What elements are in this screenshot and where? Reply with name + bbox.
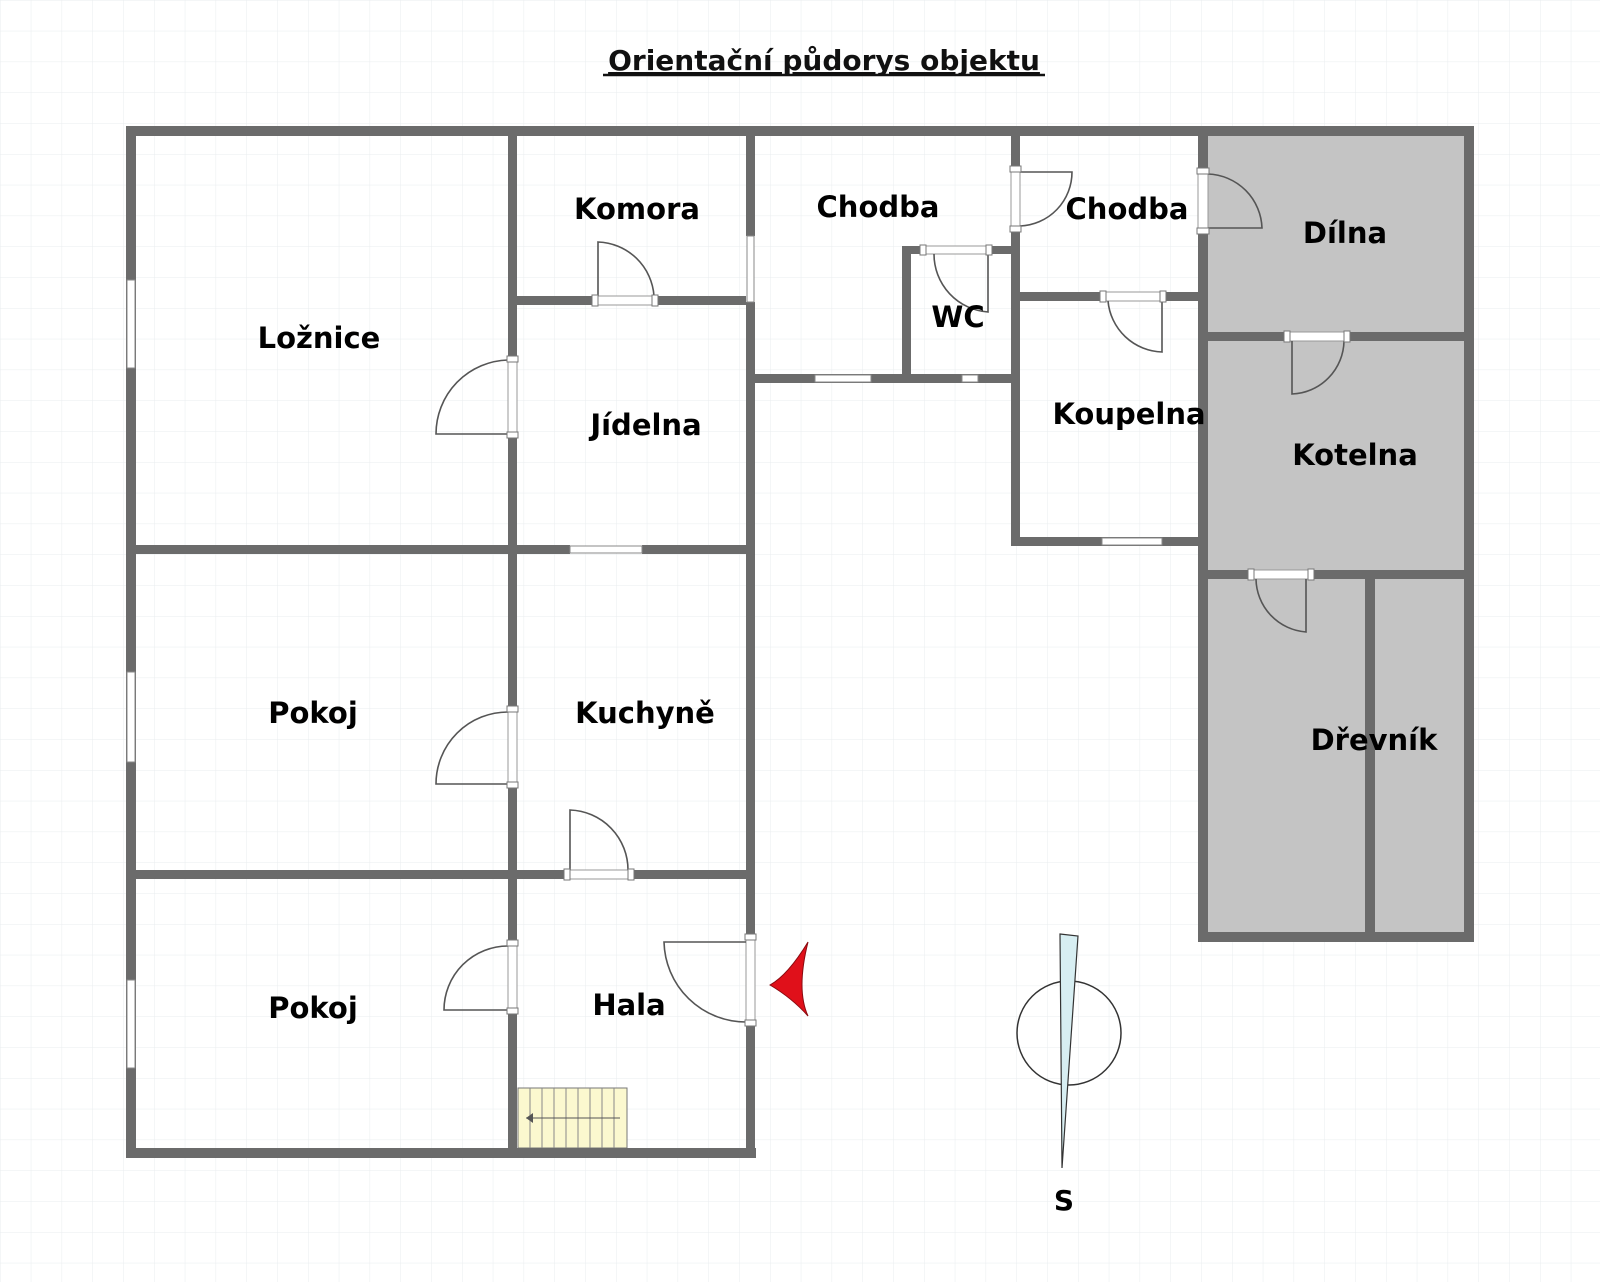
- wall-koupelna-top-a: [1011, 292, 1103, 301]
- wall-v2c: [746, 1024, 755, 1158]
- wall-bottom-outbuilding: [1198, 932, 1474, 942]
- room-label-dilna: Dílna: [1303, 216, 1387, 250]
- door-kotelna: [1283, 330, 1351, 395]
- door-pokoj1: [435, 705, 519, 789]
- doors: [435, 165, 1351, 1027]
- wall-wc-left: [902, 246, 911, 383]
- wall-h1b: [642, 545, 755, 554]
- door-chodba: [1009, 165, 1073, 233]
- wall-kotelna-a: [1198, 570, 1252, 579]
- door-drevnik: [1247, 568, 1315, 633]
- wall-komora-b: [656, 296, 746, 305]
- wall-top: [126, 126, 1474, 136]
- door-kuchyne: [563, 809, 635, 881]
- wall-h1a: [126, 545, 570, 554]
- wall-wc-top-b: [988, 246, 1012, 254]
- wall-chodba-bottom: [755, 374, 1015, 383]
- room-label-chodba: Chodba: [817, 190, 940, 224]
- outbuilding-area: [1206, 136, 1468, 936]
- wall-v2a: [746, 126, 755, 236]
- wall-bottom-main: [126, 1148, 756, 1158]
- room-label-wc: WC: [931, 300, 984, 334]
- opening-komora-chodba: [746, 235, 755, 303]
- window-koupelna: [1101, 537, 1163, 546]
- north-compass-icon: [1016, 933, 1122, 1169]
- wall-right: [1464, 126, 1474, 942]
- room-label-loznice: Ložnice: [258, 321, 381, 355]
- room-label-hala: Hala: [592, 988, 665, 1022]
- door-wc: [919, 244, 993, 313]
- room-label-chodba-2: Chodba: [1066, 192, 1189, 226]
- plan-title: Orientační půdorys objektu: [608, 44, 1040, 77]
- wall-v1b: [508, 434, 517, 709]
- outbuilding-fill: [1206, 136, 1468, 936]
- wall-h2b: [632, 870, 755, 879]
- window-wc: [961, 374, 979, 383]
- door-komora: [591, 241, 659, 307]
- room-label-kuchyne: Kuchyně: [575, 696, 715, 730]
- wall-v3a: [1011, 126, 1020, 170]
- entrance-arrow-icon: [768, 941, 809, 1017]
- door-koupelna: [1099, 290, 1167, 353]
- wall-h2a: [126, 870, 568, 879]
- window-chodba: [814, 374, 872, 383]
- windows: [126, 235, 1163, 1069]
- wall-v1d: [508, 1010, 517, 1158]
- wall-v2b: [746, 302, 755, 936]
- wall-v4b: [1198, 232, 1208, 942]
- door-dilna: [1196, 167, 1263, 235]
- wall-v1a: [508, 126, 517, 368]
- wall-v4a: [1198, 126, 1208, 172]
- room-label-jidelna: Jídelna: [588, 408, 701, 442]
- room-label-komora: Komora: [574, 192, 700, 226]
- staircase-icon: [517, 1087, 628, 1149]
- door-entrance: [663, 933, 757, 1027]
- room-label-drevnik: Dřevník: [1311, 723, 1439, 757]
- wall-v1c: [508, 786, 517, 940]
- compass-label: S: [1054, 1184, 1074, 1217]
- room-label-kotelna: Kotelna: [1292, 438, 1418, 472]
- room-label-pokoj-2: Pokoj: [268, 991, 358, 1025]
- wall-kotelna-b: [1312, 570, 1474, 579]
- door-loznice: [435, 355, 519, 439]
- wall-koupelna-top-b: [1164, 292, 1206, 301]
- window-pokoj1: [126, 671, 136, 763]
- room-label-pokoj: Pokoj: [268, 696, 358, 730]
- wall-dilna-b: [1348, 332, 1474, 341]
- window-loznice: [126, 279, 136, 369]
- door-pokoj2: [443, 939, 519, 1015]
- room-label-koupelna: Koupelna: [1052, 397, 1205, 431]
- window-pokoj2: [126, 979, 136, 1069]
- room-labels: Ložnice Komora Chodba Chodba Dílna WC Jí…: [258, 190, 1438, 1025]
- wall-dilna-a: [1198, 332, 1288, 341]
- wall-komora-a: [508, 296, 596, 305]
- wall-drevnik-divider: [1365, 570, 1375, 942]
- wall-wc-top-a: [902, 246, 924, 254]
- wall-left: [126, 126, 136, 1158]
- opening-jidelna-kuchyne: [569, 545, 643, 554]
- wall-v3b: [1011, 230, 1020, 546]
